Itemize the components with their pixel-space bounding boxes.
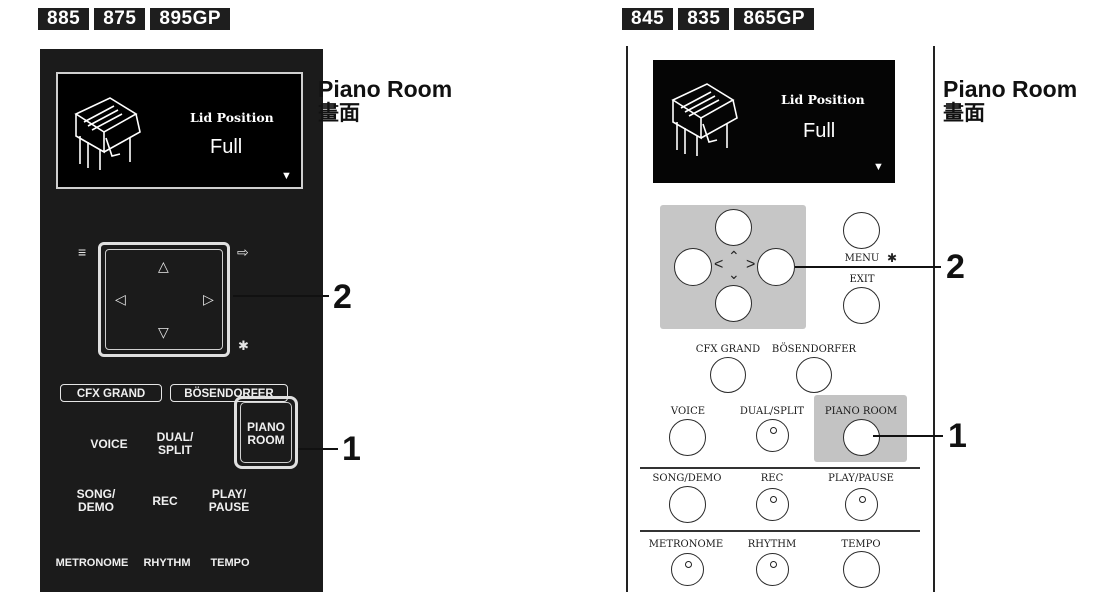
bluetooth-icon: ✱ [238, 338, 249, 353]
grand-piano-icon [74, 97, 141, 170]
rec-button[interactable]: REC [152, 494, 178, 508]
bosendorfer-label: BÖSENDORFER [771, 344, 857, 355]
piano-room-highlight [234, 396, 298, 469]
lcd-parameter-name: Lid Position [190, 110, 274, 125]
bosendorfer-button[interactable] [796, 357, 832, 393]
play-pause-button[interactable]: PLAY/ PAUSE [208, 487, 250, 514]
metronome-button[interactable] [671, 553, 704, 586]
song-demo-label: SONG/DEMO [652, 473, 722, 484]
cursor-pad-inner [105, 249, 223, 350]
panel-frame-right [933, 46, 935, 592]
down-arrow-icon: ⌄ [728, 266, 740, 282]
screen-caption-subtitle: 畫面 [943, 102, 985, 125]
cursor-down-button[interactable] [715, 285, 752, 322]
callout-line [873, 435, 943, 437]
tempo-button[interactable]: TEMPO [210, 557, 250, 569]
voice-button[interactable]: VOICE [90, 437, 128, 451]
right-arrow-icon[interactable]: ▷ [203, 291, 214, 307]
play-pause-button[interactable] [845, 488, 878, 521]
voice-button[interactable] [669, 419, 706, 456]
callout-line [298, 448, 338, 450]
callout-line [233, 295, 329, 297]
exit-button[interactable] [843, 287, 880, 324]
callout-number: 2 [946, 248, 965, 286]
piano-room-button[interactable]: PIANO ROOM [246, 420, 285, 447]
model-tag: 885 [38, 8, 90, 30]
dual-split-button[interactable] [756, 419, 789, 452]
left-arrow-icon[interactable]: ◁ [115, 291, 126, 307]
metronome-label: METRONOME [648, 539, 724, 550]
model-tag: 835 [678, 8, 730, 30]
divider-line [640, 530, 920, 532]
cfx-grand-button[interactable]: CFX GRAND [60, 384, 162, 402]
play-pause-label: PLAY/PAUSE [828, 473, 894, 484]
up-arrow-icon: ⌃ [728, 248, 740, 264]
callout-number: 2 [333, 278, 352, 316]
menu-button[interactable] [843, 212, 880, 249]
model-tag: 845 [622, 8, 674, 30]
more-down-icon: ▼ [873, 161, 884, 173]
left-control-panel: Lid Position Full ▼ ≡ ⇨ △ ▽ ◁ ▷ ✱ CFX GR… [40, 49, 323, 592]
grand-piano-icon [671, 83, 738, 156]
exit-icon[interactable]: ⇨ [237, 244, 249, 260]
callout-number: 1 [342, 430, 361, 468]
rec-button[interactable] [756, 488, 789, 521]
lcd-display: Lid Position Full ▼ [653, 60, 895, 183]
tempo-button[interactable] [843, 551, 880, 588]
right-arrow-icon: > [746, 256, 756, 273]
lcd-parameter-value: Full [210, 136, 243, 158]
cursor-up-button[interactable] [715, 209, 752, 246]
cursor-pad[interactable]: △ ▽ ◁ ▷ [98, 242, 230, 357]
dual-split-button[interactable]: DUAL/ SPLIT [156, 430, 194, 457]
menu-label: MENU [844, 253, 880, 264]
model-tag: 895GP [150, 8, 231, 30]
rec-label: REC [760, 473, 784, 484]
song-demo-button[interactable] [669, 486, 706, 523]
piano-room-button[interactable] [843, 419, 880, 456]
voice-label: VOICE [670, 406, 706, 417]
more-down-icon: ▼ [281, 170, 292, 182]
lcd-parameter-value: Full [803, 120, 836, 142]
panel-frame-left [626, 46, 628, 592]
cursor-right-button[interactable] [757, 248, 795, 286]
screen-caption: Piano Room 畫面 [318, 76, 452, 126]
rhythm-label: RHYTHM [747, 539, 797, 550]
screen-caption-title: Piano Room [318, 76, 453, 102]
rhythm-button[interactable] [756, 553, 789, 586]
up-arrow-icon[interactable]: △ [158, 258, 169, 274]
lcd-parameter-name: Lid Position [781, 92, 865, 107]
cfx-grand-button[interactable] [710, 357, 746, 393]
down-arrow-icon[interactable]: ▽ [158, 324, 169, 340]
piano-room-highlight-inner [240, 402, 292, 463]
bluetooth-icon: ✱ [887, 251, 898, 265]
song-demo-button[interactable]: SONG/ DEMO [76, 487, 116, 514]
screen-caption-subtitle: 畫面 [318, 102, 360, 125]
screen-caption: Piano Room 畫面 [943, 76, 1077, 126]
callout-line [795, 266, 941, 268]
right-model-bar: 845 835 865GP [622, 8, 819, 30]
exit-label: EXIT [849, 274, 875, 285]
lcd-display: Lid Position Full ▼ [56, 72, 303, 189]
screen-caption-title: Piano Room [943, 76, 1078, 102]
callout-number: 1 [948, 417, 967, 455]
model-tag: 875 [94, 8, 146, 30]
piano-room-label: PIANO ROOM [824, 406, 898, 417]
left-model-bar: 885 875 895GP [38, 8, 235, 30]
cfx-grand-label: CFX GRAND [695, 344, 761, 355]
menu-icon[interactable]: ≡ [78, 244, 87, 260]
rhythm-button[interactable]: RHYTHM [143, 557, 191, 569]
model-tag: 865GP [734, 8, 815, 30]
tempo-label: TEMPO [841, 539, 881, 550]
divider-line [640, 467, 920, 469]
cursor-left-button[interactable] [674, 248, 712, 286]
dual-split-label: DUAL/SPLIT [739, 406, 805, 417]
metronome-button[interactable]: METRONOME [55, 557, 129, 569]
left-arrow-icon: < [714, 256, 724, 273]
